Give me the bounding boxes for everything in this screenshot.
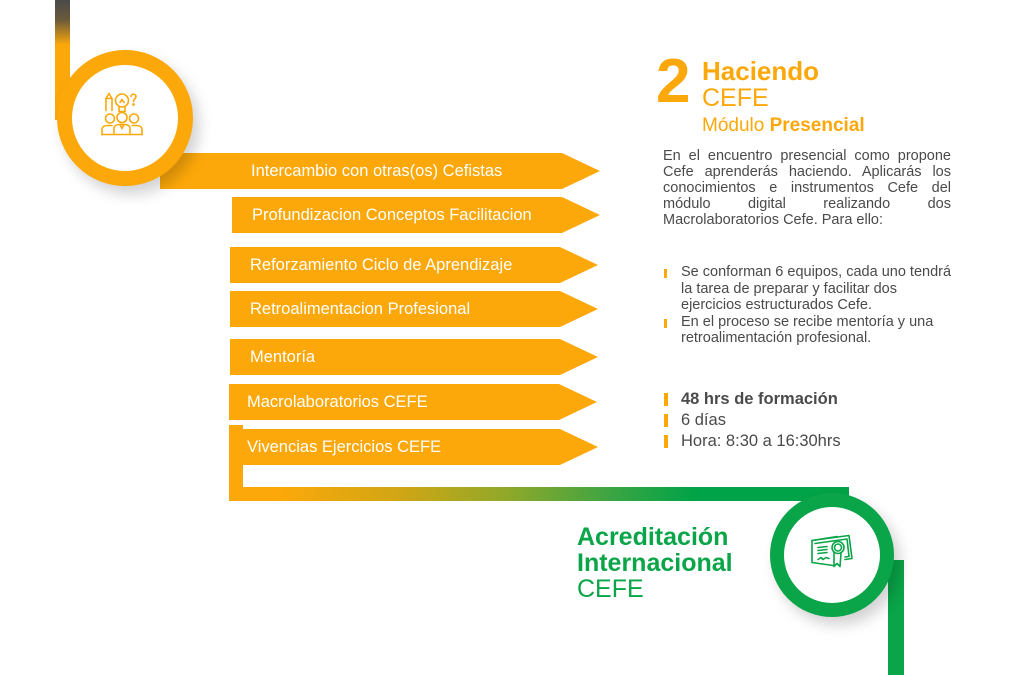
banner-label: Profundizacion Conceptos Facilitacion (252, 206, 532, 224)
module-title-line1: Haciendo (702, 56, 820, 86)
accreditation-line3: CEFE (577, 575, 644, 603)
fact-schedule: Hora: 8:30 a 16:30hrs (663, 431, 841, 452)
module-subtitle-bold: Presencial (769, 115, 865, 136)
banner-label: Reforzamiento Ciclo de Aprendizaje (250, 256, 513, 274)
bullet-item: Se conforman 6 equipos, cada uno tendrá … (663, 264, 953, 314)
banner-label: Intercambio con otras(os) Cefistas (251, 162, 503, 180)
banner-label: Macrolaboratorios CEFE (247, 393, 428, 411)
module-description: En el encuentro presencial como propone … (663, 148, 951, 228)
banner-label: Retroalimentacion Profesional (250, 300, 471, 318)
banner-label: Mentoría (250, 348, 316, 366)
module-facts: 48 hrs de formación 6 días Hora: 8:30 a … (663, 389, 841, 452)
team-circle (57, 50, 193, 186)
accreditation-line1: Acreditación (577, 523, 729, 551)
banner-label: Vivencias Ejercicios CEFE (247, 438, 442, 456)
bullet-item: En el proceso se recibe mentoría y una r… (663, 314, 953, 347)
banner-item-2: Profundizacion Conceptos Facilitacion (232, 197, 600, 233)
path-connector-gradient (229, 487, 849, 501)
module-title-line2: CEFE (702, 84, 769, 112)
module-subtitle: Módulo Presencial (702, 115, 865, 137)
fact-days: 6 días (663, 410, 841, 431)
accreditation-line2: Internacional (577, 549, 733, 577)
banner-item-1: Intercambio con otras(os) Cefistas (160, 153, 600, 189)
path-vertical-bottom (888, 560, 904, 675)
banner-item-3: Reforzamiento Ciclo de Aprendizaje (230, 247, 598, 283)
accreditation-title: Acreditación Internacional CEFE (577, 524, 733, 602)
fact-hours: 48 hrs de formación (663, 389, 841, 410)
certificate-icon (809, 533, 855, 578)
certificate-circle (770, 493, 894, 617)
banner-item-4: Retroalimentacion Profesional (230, 291, 598, 327)
banner-item-7: Vivencias Ejercicios CEFE (229, 429, 598, 465)
module-number: 2 (656, 47, 691, 116)
team-ideas-icon (100, 91, 150, 146)
path-connector-left (229, 425, 243, 501)
module-bullets: Se conforman 6 equipos, cada uno tendrá … (663, 264, 953, 347)
module-subtitle-prefix: Módulo (702, 115, 765, 136)
banner-item-5: Mentoría (230, 339, 598, 375)
banner-item-6: Macrolaboratorios CEFE (229, 384, 597, 420)
